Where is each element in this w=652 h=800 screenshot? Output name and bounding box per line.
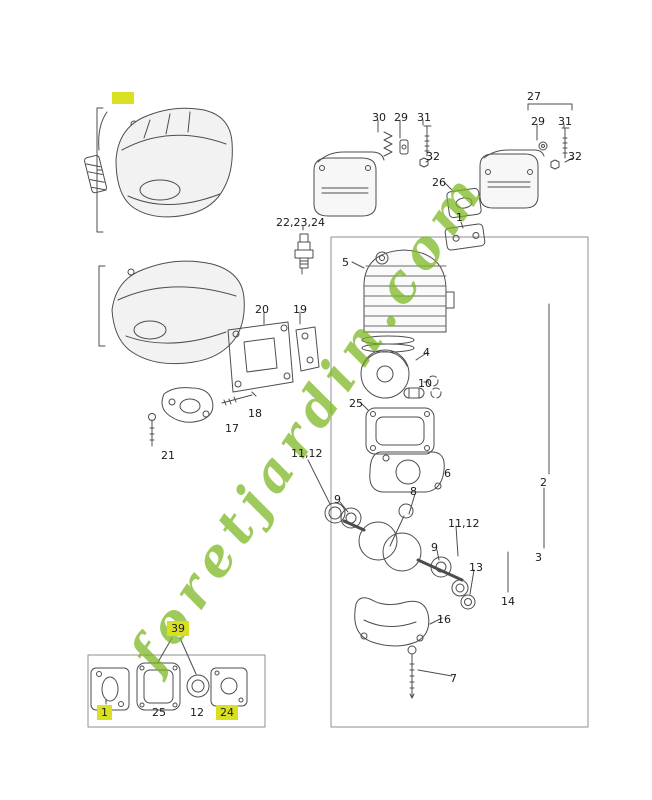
spark-plug-drawing <box>294 225 314 275</box>
part-label-32: 32 <box>426 150 440 163</box>
part-label-11-12: 11,12 <box>448 517 480 530</box>
crankshaft-drawing <box>342 503 464 582</box>
part-label-13: 13 <box>469 561 483 574</box>
leader-lines <box>507 303 550 593</box>
part-label-17: 17 <box>225 422 239 435</box>
kit-gasket-24-drawing <box>210 667 248 707</box>
part-label-8: 8 <box>410 485 417 498</box>
part-label-25: 25 <box>152 706 166 719</box>
part-label-9: 9 <box>334 493 341 506</box>
screw-18-drawing <box>221 391 257 406</box>
part-label-2: 2 <box>540 476 547 489</box>
muffler-right-hardware-drawing <box>527 103 574 170</box>
cylinder-drawing <box>351 249 455 333</box>
piston-drawing <box>360 349 442 399</box>
screw-21-drawing <box>148 413 156 447</box>
assembly-frame <box>330 236 589 728</box>
part-label-32: 32 <box>568 150 582 163</box>
part-label-19: 19 <box>293 303 307 316</box>
part-label-39: 39 <box>167 621 189 636</box>
part-label-16: 16 <box>437 613 451 626</box>
gasket-1-drawing <box>444 221 486 251</box>
part-label-26: 26 <box>432 176 446 189</box>
gasket-kit-frame <box>87 654 266 728</box>
part-label-14: 14 <box>501 595 515 608</box>
part-label-9: 9 <box>431 541 438 554</box>
part-label-12: 12 <box>190 706 204 719</box>
muffler-left-drawing <box>313 151 385 217</box>
muffler-left-hardware-drawing <box>377 119 433 168</box>
part-label-30: 30 <box>372 111 386 124</box>
kit-gasket-1-drawing <box>90 667 130 711</box>
crankcase-drawing <box>369 451 445 493</box>
part-label-31: 31 <box>417 111 431 124</box>
kit-gasket-25-drawing <box>136 662 181 711</box>
kit-leader-lines <box>157 637 197 675</box>
part-label-25: 25 <box>349 397 363 410</box>
bottom-cover-drawing <box>98 260 245 365</box>
top-cover-drawing <box>115 107 233 218</box>
part-label-27: 27 <box>527 90 541 103</box>
part-label-21: 21 <box>161 449 175 462</box>
part-label-29: 29 <box>531 115 545 128</box>
manifold-flange-drawing <box>161 387 214 423</box>
muffler-right-drawing <box>479 149 545 209</box>
engine-pan-drawing <box>354 597 443 647</box>
part-label-20: 20 <box>255 303 269 316</box>
air-baffle-part-drawing <box>84 111 108 194</box>
gasket-26-drawing <box>443 181 482 219</box>
part-label-5: 5 <box>342 256 349 269</box>
base-gasket-drawing <box>359 401 435 455</box>
carb-spacer-drawing <box>227 311 294 393</box>
piston-rings-drawing <box>361 335 415 353</box>
part-label-3: 3 <box>535 551 542 564</box>
part-label-29: 29 <box>394 111 408 124</box>
part-label-31: 31 <box>558 115 572 128</box>
part-label-1: 1 <box>456 211 463 224</box>
part-label-11-12: 11,12 <box>291 447 323 460</box>
screw-7-drawing <box>407 645 453 699</box>
part-label-7: 7 <box>450 672 457 685</box>
part-label-22-23-24: 22,23,24 <box>276 216 325 229</box>
oil-seal-left-drawing <box>307 459 346 524</box>
gasket-19-drawing <box>295 311 320 372</box>
part-label-1: 1 <box>97 705 112 720</box>
part-label-10: 10 <box>418 377 432 390</box>
part-label-18: 18 <box>248 407 262 420</box>
bearings-seals-drawing <box>339 493 476 610</box>
kit-seal-12-drawing <box>186 674 210 698</box>
part-label-24: 24 <box>216 705 238 720</box>
highlight-marker <box>112 92 134 104</box>
part-label-6: 6 <box>444 467 451 480</box>
part-label-4: 4 <box>423 346 430 359</box>
